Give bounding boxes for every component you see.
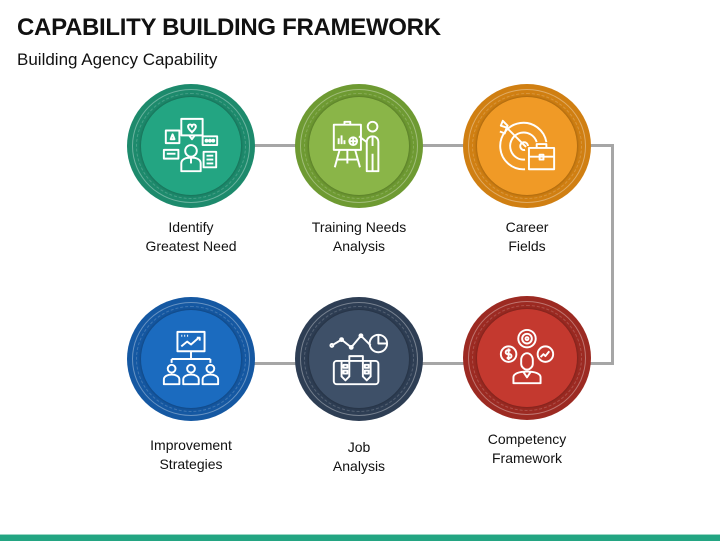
connector-1-2 (250, 144, 300, 147)
person-target-money-growth-icon (499, 328, 555, 385)
step-label: Improvement Strategies (150, 437, 232, 472)
step-label: Career Fields (505, 219, 549, 254)
connector-2-3 (418, 144, 468, 147)
step-circle (477, 309, 577, 407)
target-briefcase-icon (499, 119, 556, 171)
page-subtitle: Building Agency Capability (17, 50, 218, 69)
footer-band (0, 534, 720, 541)
step-circle (309, 97, 409, 195)
team-growth-chart-icon (162, 330, 220, 386)
step-label: Job Analysis (332, 439, 386, 474)
connector-3-4-vertical (611, 144, 614, 365)
step-label: Identify Greatest Need (145, 219, 237, 254)
briefcase-analytics-icon (329, 333, 389, 386)
step-training-needs-analysis (295, 84, 423, 208)
connector-4-5 (418, 362, 468, 365)
step-circle (309, 310, 409, 408)
step-identify-greatest-need (127, 84, 255, 208)
step-label: Training Needs Analysis (311, 219, 407, 254)
step-job-analysis (295, 297, 423, 421)
communication-person-icon (162, 117, 219, 173)
connector-3-4-top (586, 144, 614, 147)
step-circle (141, 97, 241, 195)
step-improvement-strategies (127, 297, 255, 421)
step-label: Competency Framework (487, 431, 567, 466)
connector-3-4-bottom (586, 362, 614, 365)
presentation-trainer-icon (332, 120, 380, 173)
connector-5-6 (250, 362, 300, 365)
page-title: CAPABILITY BUILDING FRAMEWORK (17, 14, 441, 41)
step-competency-framework (463, 296, 591, 420)
step-career-fields (463, 84, 591, 208)
step-circle (141, 310, 241, 408)
step-circle (477, 97, 577, 195)
